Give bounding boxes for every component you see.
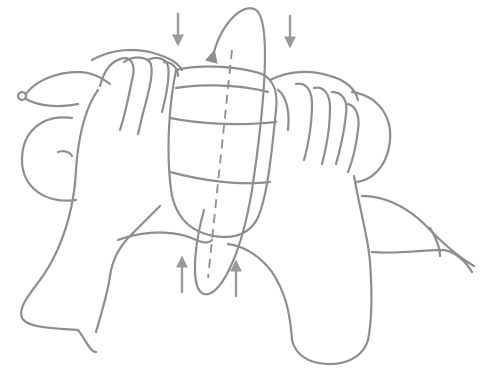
balloon-knot [18,72,110,106]
right-hand [228,72,474,364]
folded-balloon-segments [169,67,277,237]
left-balloon-bubble [22,117,76,200]
left-hand [21,50,212,352]
rotation-arrow-icon [195,8,265,294]
